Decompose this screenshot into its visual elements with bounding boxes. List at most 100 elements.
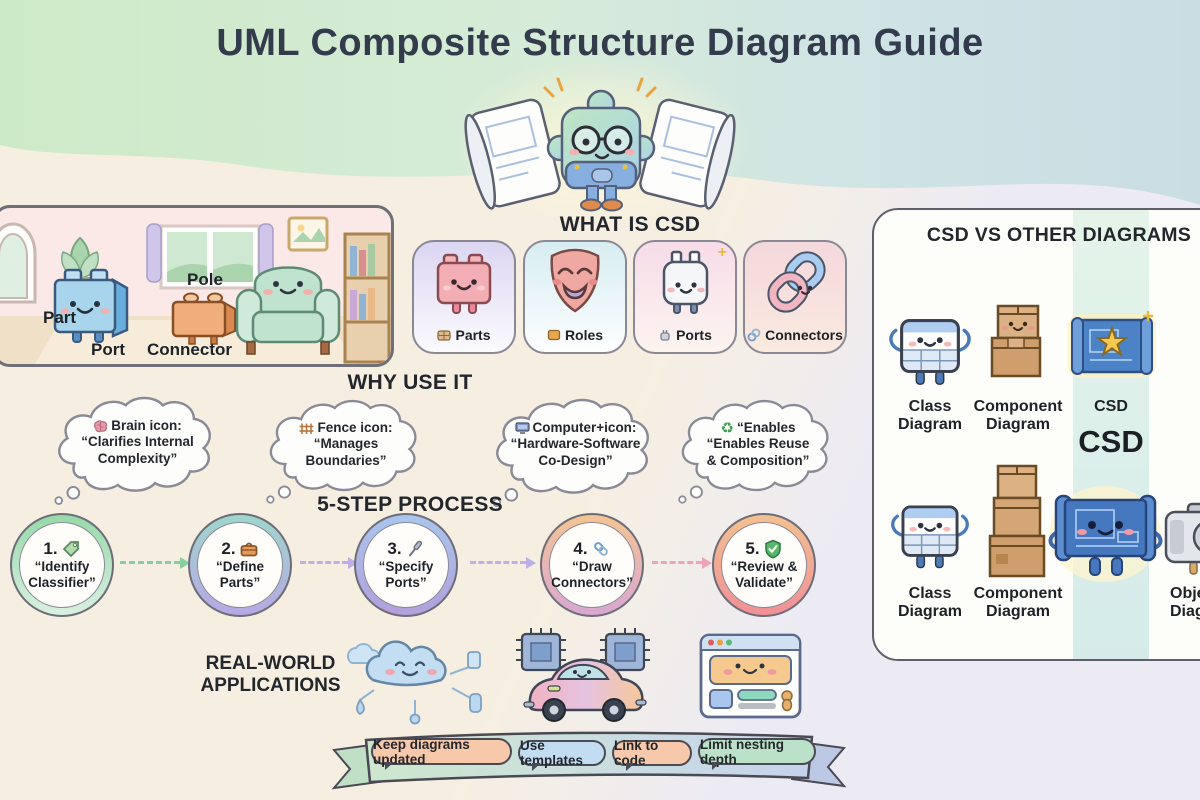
window-with-curtains bbox=[146, 223, 274, 290]
step-4-circle: 4. “Draw Connectors” bbox=[540, 513, 644, 617]
fence-icon bbox=[299, 423, 314, 434]
computer-icon bbox=[514, 422, 530, 434]
brick-icon bbox=[437, 330, 452, 341]
benefit-cloud: Fence icon: “Manages Boundaries” bbox=[262, 396, 430, 504]
armchair-character bbox=[235, 266, 341, 355]
cloud4-line3: & Composition” bbox=[706, 452, 810, 468]
component-boxes-icon bbox=[990, 304, 1042, 378]
role-square-icon bbox=[547, 329, 561, 341]
chain-character-icon bbox=[767, 251, 826, 313]
room-label-port: Port bbox=[91, 340, 125, 359]
chain-link-icon bbox=[747, 328, 761, 342]
card-roles-label: Roles bbox=[564, 327, 604, 343]
class-table-icon bbox=[889, 319, 971, 385]
row2-object-diagram-label: Object Diagram bbox=[1170, 585, 1200, 620]
card-connectors: Connectors bbox=[743, 240, 847, 354]
sparkle-icon: + bbox=[717, 244, 727, 261]
card-connectors-label: Connectors bbox=[765, 327, 843, 343]
step-arrow bbox=[300, 556, 358, 569]
tip-limit-nesting-depth: Limit nesting depth bbox=[700, 736, 784, 767]
cloud2-line1: Fence icon: bbox=[317, 420, 393, 435]
recycle-icon: ♻ bbox=[720, 419, 734, 437]
smart-car-icon bbox=[516, 628, 650, 722]
tip-tag: Keep diagrams updated bbox=[371, 736, 512, 770]
five-step-heading: 5-STEP PROCESS bbox=[317, 493, 503, 516]
csd-vs-other-heading: CSD VS OTHER DIAGRAMS bbox=[926, 224, 1192, 246]
camera-icon bbox=[1164, 502, 1200, 575]
benefit-cloud: Brain icon: “Clarifies Internal Complexi… bbox=[50, 394, 225, 505]
step-5-label-line1: “Review & bbox=[730, 559, 798, 575]
class-table-icon bbox=[891, 505, 969, 569]
step-5-number: 5. bbox=[745, 539, 760, 559]
step-5-label-line2: Validate” bbox=[735, 575, 793, 590]
chip-icon bbox=[600, 628, 650, 672]
blueprint-star-icon bbox=[1068, 310, 1156, 378]
thought-cloud-shape bbox=[492, 398, 649, 507]
step-2-circle: 2. “Define Parts” bbox=[188, 513, 292, 617]
port-icon bbox=[660, 330, 670, 341]
step-4-label-line2: Connectors” bbox=[551, 575, 633, 590]
row1-component-diagram-label: Component Diagram bbox=[973, 398, 1063, 433]
step-2-label-line2: Parts” bbox=[219, 575, 261, 590]
tag-icon bbox=[62, 541, 79, 558]
step-1-label-line1: “Identify bbox=[34, 559, 90, 575]
tip-tag: Limit nesting depth bbox=[698, 736, 816, 770]
blueprint-scroll-left bbox=[464, 98, 561, 210]
step-arrow bbox=[120, 556, 190, 569]
thought-cloud-shape bbox=[54, 396, 211, 505]
puzzle-mascot-illustration bbox=[464, 77, 736, 212]
cloud1-line1: Brain icon: bbox=[111, 418, 182, 433]
tip-link-to-code: Link to code bbox=[614, 738, 659, 768]
cloud1-line2: “Clarifies Internal bbox=[81, 434, 194, 450]
chain-link-icon bbox=[593, 542, 608, 557]
cloud2-line3: Boundaries” bbox=[305, 452, 387, 468]
real-world-heading-line1: REAL-WORLD bbox=[205, 653, 336, 674]
card-ports: + Ports bbox=[633, 240, 737, 354]
benefit-cloud: ♻ “Enables “Enables Reuse & Composition” bbox=[674, 396, 842, 504]
row1-csd-label: CSD bbox=[1094, 398, 1128, 415]
toolbox-icon bbox=[240, 543, 257, 557]
csd-highlight-band bbox=[1073, 210, 1149, 659]
step-4-number: 4. bbox=[573, 539, 588, 559]
cloud3-line1: Computer+icon: bbox=[532, 420, 637, 435]
thought-cloud-shape bbox=[678, 399, 829, 504]
cloud-network-icon bbox=[347, 640, 482, 725]
real-world-heading-line2: APPLICATIONS bbox=[200, 674, 341, 696]
tip-use-templates: Use templates bbox=[520, 738, 584, 768]
step-3-label-line2: Ports” bbox=[385, 575, 427, 590]
step-2-label-line1: “Define bbox=[215, 559, 264, 575]
row2-component-diagram-label: Component Diagram bbox=[973, 585, 1063, 620]
cloud3-line2: “Hardware-Software bbox=[510, 436, 641, 452]
web-app-icon bbox=[699, 633, 802, 719]
step-1-label-line2: Classifier” bbox=[28, 575, 96, 590]
cloud4-line2: “Enables Reuse bbox=[706, 436, 810, 452]
step-2-number: 2. bbox=[221, 539, 236, 559]
tip-keep-diagrams-updated: Keep diagrams updated bbox=[373, 736, 470, 767]
row2-class-diagram-label: Class Diagram bbox=[897, 585, 963, 620]
card-parts-label: Parts bbox=[455, 327, 491, 343]
blue-brick-character bbox=[53, 268, 129, 343]
csd-vs-other-panel: CSD VS OTHER DIAGRAMS bbox=[872, 208, 1200, 661]
csd-blueprint-character-icon bbox=[1048, 486, 1163, 582]
arched-window bbox=[0, 222, 37, 304]
bookshelf bbox=[343, 232, 391, 364]
step-arrow bbox=[652, 556, 712, 569]
real-world-heading: REAL-WORLD APPLICATIONS bbox=[188, 653, 353, 697]
step-1-number: 1. bbox=[43, 539, 58, 559]
component-boxes-stack-icon bbox=[988, 464, 1046, 578]
why-use-it-heading: WHY USE IT bbox=[347, 371, 473, 394]
step-arrow bbox=[470, 556, 536, 569]
blueprint-scroll-right bbox=[639, 98, 736, 210]
row1-class-diagram-label: Class Diagram bbox=[897, 398, 963, 433]
step-1-circle: 1. “Identify Classifier” bbox=[10, 513, 114, 617]
card-ports-label: Ports bbox=[676, 327, 712, 343]
csd-big-label: CSD bbox=[1078, 424, 1144, 459]
step-5-circle: 5. “Review & Validate” bbox=[712, 513, 816, 617]
living-room-analogy-card: Part Port Pole Connector bbox=[0, 205, 394, 367]
room-label-part: Part bbox=[43, 308, 77, 327]
step-3-label-line1: “Specify bbox=[378, 559, 434, 575]
tool-icon bbox=[408, 541, 422, 557]
cloud4-line1: “Enables bbox=[736, 420, 796, 435]
card-roles: Roles bbox=[523, 240, 627, 354]
shield-check-icon bbox=[764, 540, 781, 560]
